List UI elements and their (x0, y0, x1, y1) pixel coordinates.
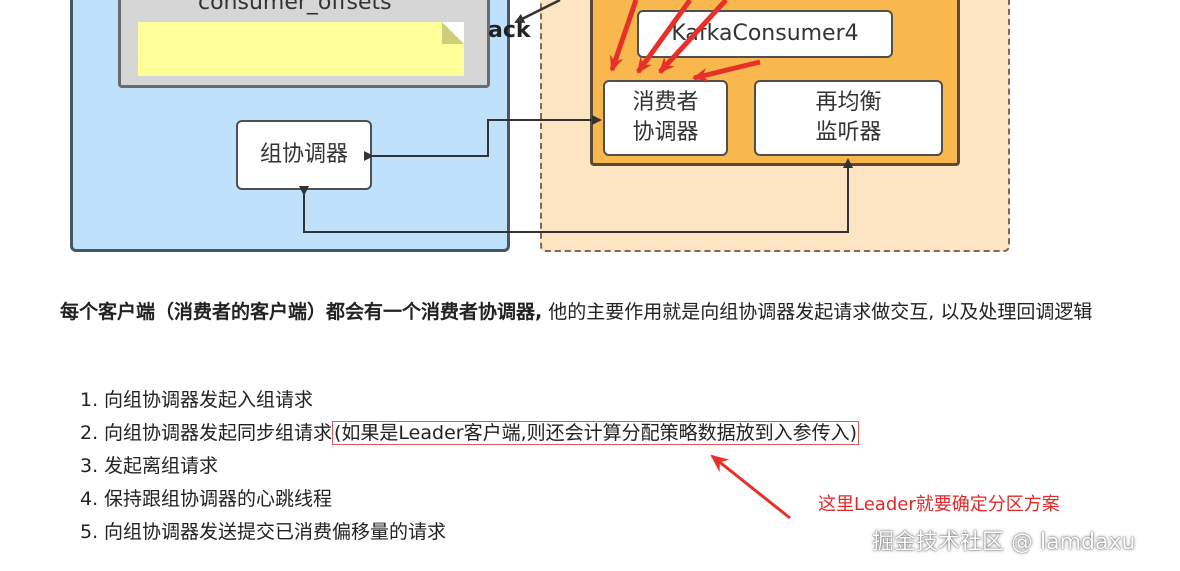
list-item-text: 发起离组请求 (104, 455, 219, 477)
diagram-arrows (299, 0, 853, 233)
intro-paragraph: 每个客户端（消费者的客户端）都会有一个消费者协调器, 他的主要作用就是向组协调器… (60, 296, 1150, 328)
list-item: 1.向组协调器发起入组请求 (80, 384, 1130, 417)
list-item-number: 4. (80, 488, 99, 510)
leader-annotation: 这里Leader就要确定分区方案 (818, 494, 1060, 515)
coord-link (364, 115, 602, 161)
list-item: 3.发起离组请求 (80, 450, 1130, 483)
list-item-text: 保持跟组协调器的心跳线程 (104, 488, 333, 510)
offsets-note (138, 22, 464, 76)
offsets-label: consumer_offsets (198, 0, 392, 15)
list-item-text: 向组协调器发起同步组请求 (104, 422, 333, 444)
consumer-diagram: consumer_offsets KafkaConsumer4 消费者 协调器 … (0, 0, 1180, 270)
list-item-number: 3. (80, 455, 99, 477)
list-item-number: 1. (80, 389, 99, 411)
watermark: 掘金技术社区 @ lamdaxu (872, 530, 1136, 555)
red-arrow-2 (635, 0, 693, 74)
red-arrow-1 (609, 0, 639, 72)
red-arrow-3 (658, 0, 728, 74)
list-item-text: 向组协调器发起入组请求 (104, 389, 314, 411)
consumer-coordinator-node: 消费者 协调器 (603, 80, 728, 156)
red-arrow-4 (692, 59, 761, 82)
list-item-number: 5. (80, 521, 99, 543)
intro-normal: 他的主要作用就是向组协调器发起请求做交互, 以及处理回调逻辑 (542, 301, 1093, 323)
rebalance-link (299, 158, 853, 233)
list-item: 2.向组协调器发起同步组请求(如果是Leader客户端,则还会计算分配策略数据放… (80, 417, 1130, 450)
ack-arrow (514, 0, 561, 24)
consumer-coordinator-label: 消费者 协调器 (632, 90, 699, 145)
rebalance-listener-node: 再均衡 监听器 (754, 80, 943, 156)
list-item: 5.向组协调器发送提交已消费偏移量的请求 (80, 516, 1130, 549)
intro-bold: 每个客户端（消费者的客户端）都会有一个消费者协调器, (60, 301, 543, 323)
coordinator-duties-list: 1.向组协调器发起入组请求 2.向组协调器发起同步组请求(如果是Leader客户… (80, 384, 1130, 549)
highlighted-leader-note: (如果是Leader客户端,则还会计算分配策略数据放到入参传入) (332, 421, 860, 445)
note-corner-fold (442, 22, 464, 44)
list-item-text: 向组协调器发送提交已消费偏移量的请求 (104, 521, 447, 543)
list-item-number: 2. (80, 422, 99, 444)
rebalance-listener-label: 再均衡 监听器 (815, 90, 882, 145)
list-item: 4.保持跟组协调器的心跳线程 (80, 483, 1130, 516)
